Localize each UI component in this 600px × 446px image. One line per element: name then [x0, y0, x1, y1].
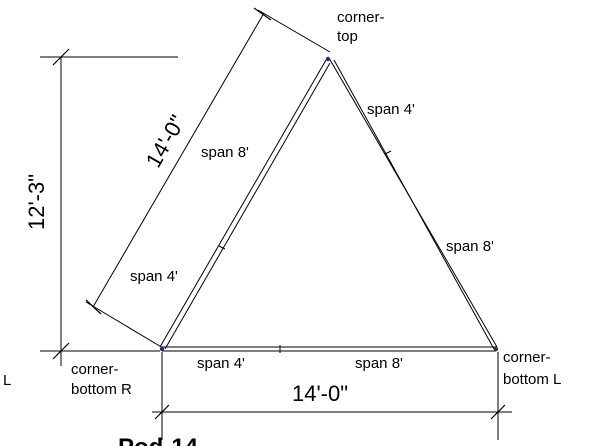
left-beam-outer	[159, 59, 327, 348]
base-dim-label: 14'-0"	[292, 381, 348, 406]
corner-bottom-r-line1: corner-	[71, 361, 119, 378]
slope-ext-bottom	[85, 301, 164, 349]
span-bottom-right: span 8'	[355, 355, 403, 372]
height-tick-bottom	[52, 342, 70, 360]
base-dimension: 14'-0"	[152, 352, 512, 440]
height-tick-top	[52, 48, 70, 66]
slope-dimension: 14'-0"	[85, 7, 331, 349]
right-beam-inner	[333, 59, 495, 350]
corner-bottom-l-line2: bottom L	[503, 371, 561, 388]
slope-tick-top	[253, 7, 272, 21]
height-dim-label: 12'-3"	[24, 174, 49, 230]
corner-bottom-l-marker	[493, 346, 499, 352]
slope-dim-line	[92, 12, 265, 308]
base-tick-right	[490, 404, 506, 420]
corner-bottom-r-label: corner- bottom R	[71, 361, 132, 398]
corner-top-marker	[325, 56, 331, 62]
left-edge-fragment: L	[3, 372, 11, 389]
base-tick-left	[154, 404, 170, 420]
span-left-upper: span 8'	[201, 144, 249, 161]
span-left-lower: span 4'	[130, 268, 178, 285]
height-dimension: 12'-3"	[24, 48, 178, 366]
span-right-upper: span 4'	[367, 101, 415, 118]
drawing-title: Pod-14	[118, 434, 199, 446]
right-span-joint	[384, 150, 392, 155]
left-beam-inner	[164, 62, 331, 350]
triangle-frame	[159, 56, 499, 353]
left-span-joint	[218, 245, 226, 250]
slope-tick-bottom	[85, 299, 102, 315]
corner-bottom-r-line2: bottom R	[71, 381, 132, 398]
corner-bottom-l-label: corner- bottom L	[503, 349, 561, 388]
span-right-lower: span 8'	[446, 238, 494, 255]
slope-dim-label: 14'-0"	[141, 111, 191, 172]
corner-bottom-l-line1: corner-	[503, 349, 551, 366]
span-bottom-left: span 4'	[197, 355, 245, 372]
slope-ext-top	[257, 9, 331, 53]
corner-top-line2: top	[337, 28, 358, 45]
corner-top-line1: corner-	[337, 9, 385, 26]
corner-bottom-r-marker	[159, 346, 165, 352]
corner-top-label: corner- top	[337, 9, 385, 45]
